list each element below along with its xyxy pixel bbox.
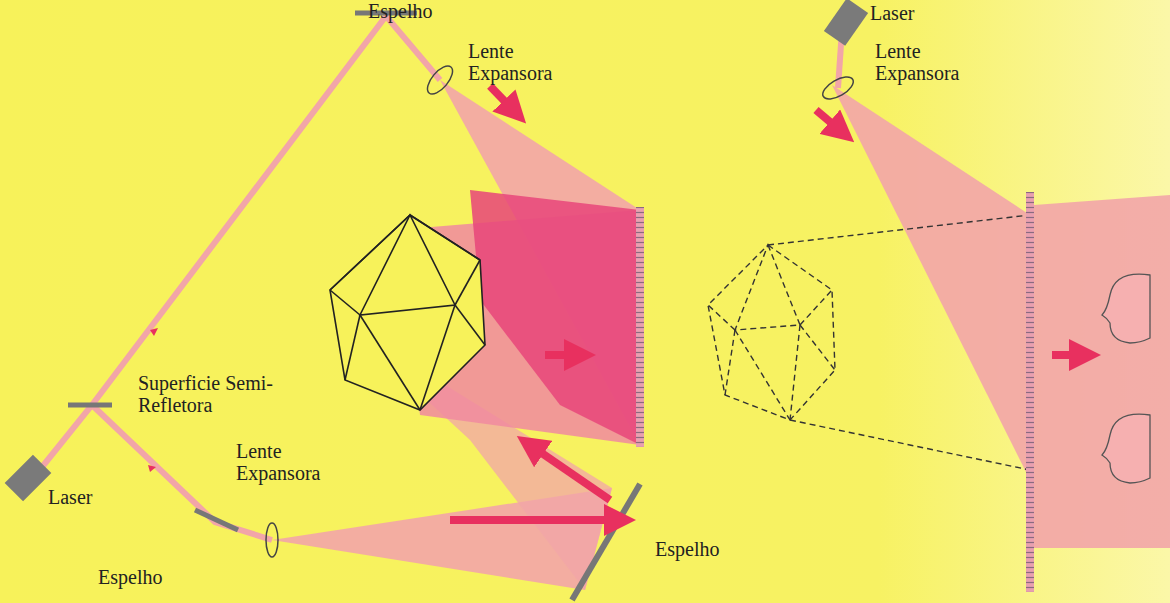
virtual-image (708, 215, 1030, 470)
part-label: Lente Expansora (875, 40, 980, 84)
part-label: Laser (48, 486, 128, 508)
lens (423, 62, 457, 98)
part-label: Espelho (98, 566, 198, 588)
icosahedron-object (330, 215, 485, 410)
part-label: Espelho (655, 538, 755, 560)
part-label: Lente Expansora (236, 440, 341, 484)
part-label: Lente Expansora (468, 40, 573, 84)
hologram-plate (1026, 192, 1034, 592)
hologram-plate (636, 207, 644, 447)
part-label: Espelho (368, 0, 488, 22)
part-label: Laser (870, 2, 970, 24)
lens (266, 523, 278, 557)
viewer-heads (1102, 274, 1150, 483)
laser (824, 0, 868, 46)
part-label: Superficie Semi-Refletora (138, 372, 298, 416)
lens (819, 73, 856, 104)
laser (5, 455, 52, 502)
beam-splitter (68, 403, 112, 408)
mirror (195, 510, 238, 530)
